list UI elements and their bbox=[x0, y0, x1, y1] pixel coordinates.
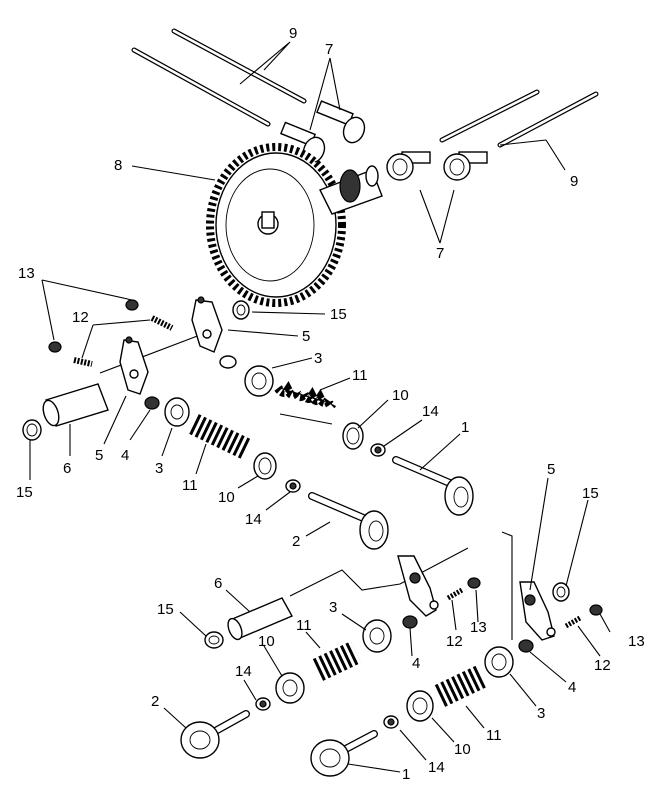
adjust-screw-12-upper-a bbox=[150, 315, 174, 331]
washer-15-upper bbox=[232, 300, 250, 320]
callout-5: 5 bbox=[302, 328, 310, 345]
valve-spring-11-upper bbox=[274, 381, 337, 425]
nut-13-upper-a bbox=[125, 299, 139, 311]
callout-4: 4 bbox=[121, 447, 129, 464]
tappet-upper-1 bbox=[316, 100, 366, 144]
callout-11: 11 bbox=[352, 367, 368, 384]
valve-spring-11-front bbox=[189, 414, 253, 460]
adjust-screw-12-lower-center bbox=[446, 587, 464, 601]
callout-13: 13 bbox=[628, 633, 645, 650]
keeper-14-lower-right bbox=[383, 715, 399, 729]
callout-11: 11 bbox=[296, 617, 312, 634]
seal-10-upper bbox=[342, 422, 364, 450]
callout-8: 8 bbox=[114, 157, 122, 174]
valve-2-lower bbox=[180, 710, 250, 759]
callout-15: 15 bbox=[330, 306, 347, 323]
keeper-14-lower-left bbox=[255, 697, 271, 711]
bushing-4-lower-center bbox=[402, 615, 418, 629]
callout-11: 11 bbox=[182, 477, 198, 494]
callout-10: 10 bbox=[454, 741, 471, 758]
callout-12: 12 bbox=[594, 657, 611, 674]
nut-13-lower-center bbox=[467, 577, 481, 589]
callout-3: 3 bbox=[537, 705, 545, 722]
callout-9: 9 bbox=[289, 25, 297, 42]
bushing-4-front bbox=[144, 396, 160, 410]
callout-15: 15 bbox=[16, 484, 33, 501]
callout-12: 12 bbox=[446, 633, 463, 650]
callout-9: 9 bbox=[570, 173, 578, 190]
callout-13: 13 bbox=[18, 265, 35, 282]
callout-15: 15 bbox=[157, 601, 174, 618]
callout-2: 2 bbox=[292, 533, 300, 550]
spring-retainer-3-lower-right bbox=[484, 646, 514, 678]
valve-1-upper bbox=[392, 456, 474, 516]
keeper-14-front bbox=[285, 479, 301, 493]
callout-14: 14 bbox=[245, 511, 262, 528]
spring-retainer-3-front bbox=[164, 397, 190, 427]
valve-1-lower bbox=[310, 730, 378, 777]
washer-15-lower-right bbox=[552, 582, 570, 602]
seal-10-lower-left bbox=[275, 672, 305, 704]
callout-1: 1 bbox=[402, 766, 410, 783]
push-rod-top-left-1 bbox=[171, 28, 307, 104]
callout-4: 4 bbox=[412, 655, 420, 672]
rocker-arm-lower-right bbox=[519, 581, 556, 641]
seal-10-lower-right bbox=[406, 690, 434, 722]
callout-6: 6 bbox=[63, 460, 71, 477]
bracket-line-lower-right bbox=[501, 531, 513, 640]
camshaft-gear bbox=[206, 143, 383, 307]
rocker-arm-upper-rear bbox=[191, 296, 223, 353]
callout-4: 4 bbox=[568, 679, 576, 696]
callout-15: 15 bbox=[582, 485, 599, 502]
push-rod-top-right-2 bbox=[497, 91, 599, 148]
washer-15-lower-left bbox=[204, 631, 224, 649]
rocker-shaft-6-upper bbox=[42, 383, 109, 427]
rocker-arm-upper-front bbox=[119, 336, 149, 395]
callout-14: 14 bbox=[428, 759, 445, 776]
push-rod-top-left-2 bbox=[131, 47, 271, 127]
callout-14: 14 bbox=[235, 663, 252, 680]
valve-spring-11-lower-center bbox=[312, 641, 362, 681]
adjust-screw-12-upper-b bbox=[73, 357, 93, 367]
tappet-right-2 bbox=[443, 151, 488, 181]
callout-10: 10 bbox=[392, 387, 409, 404]
callout-14: 14 bbox=[422, 403, 439, 420]
keeper-14-upper bbox=[370, 443, 386, 457]
leader-lines bbox=[29, 41, 611, 773]
callout-3: 3 bbox=[329, 599, 337, 616]
callout-5: 5 bbox=[547, 461, 555, 478]
callout-7: 7 bbox=[325, 41, 333, 58]
callout-3: 3 bbox=[155, 460, 163, 477]
push-rod-top-right-1 bbox=[439, 89, 540, 143]
rocker-arm-lower-center bbox=[397, 555, 439, 617]
spring-retainer-3-upper bbox=[244, 365, 274, 397]
bushing-4-upper bbox=[219, 355, 237, 369]
callout-11: 11 bbox=[486, 727, 502, 744]
spring-retainer-3-lower-center bbox=[362, 619, 392, 653]
callout-10: 10 bbox=[258, 633, 275, 650]
seal-10-front bbox=[253, 452, 277, 480]
bushing-4-lower-right bbox=[518, 639, 534, 653]
tappet-right-1 bbox=[386, 151, 431, 181]
callout-1: 1 bbox=[461, 419, 469, 436]
rocker-shaft-line-upper bbox=[99, 334, 201, 374]
callout-5: 5 bbox=[95, 447, 103, 464]
washer-15-left bbox=[22, 419, 42, 441]
callout-6: 6 bbox=[214, 575, 222, 592]
callout-13: 13 bbox=[470, 619, 487, 636]
callout-12: 12 bbox=[72, 309, 89, 326]
nut-13-upper-b bbox=[48, 341, 62, 353]
adjust-screw-12-lower-right bbox=[564, 615, 582, 629]
callout-3: 3 bbox=[314, 350, 322, 367]
rocker-shaft-line-lower bbox=[289, 547, 469, 597]
valve-2-front bbox=[308, 492, 389, 550]
callout-2: 2 bbox=[151, 693, 159, 710]
rocker-shaft-6-lower bbox=[227, 597, 293, 641]
valve-spring-11-lower-right bbox=[434, 665, 488, 707]
nut-13-lower-right bbox=[589, 604, 603, 616]
callout-7: 7 bbox=[436, 245, 444, 262]
callout-10: 10 bbox=[218, 489, 235, 506]
